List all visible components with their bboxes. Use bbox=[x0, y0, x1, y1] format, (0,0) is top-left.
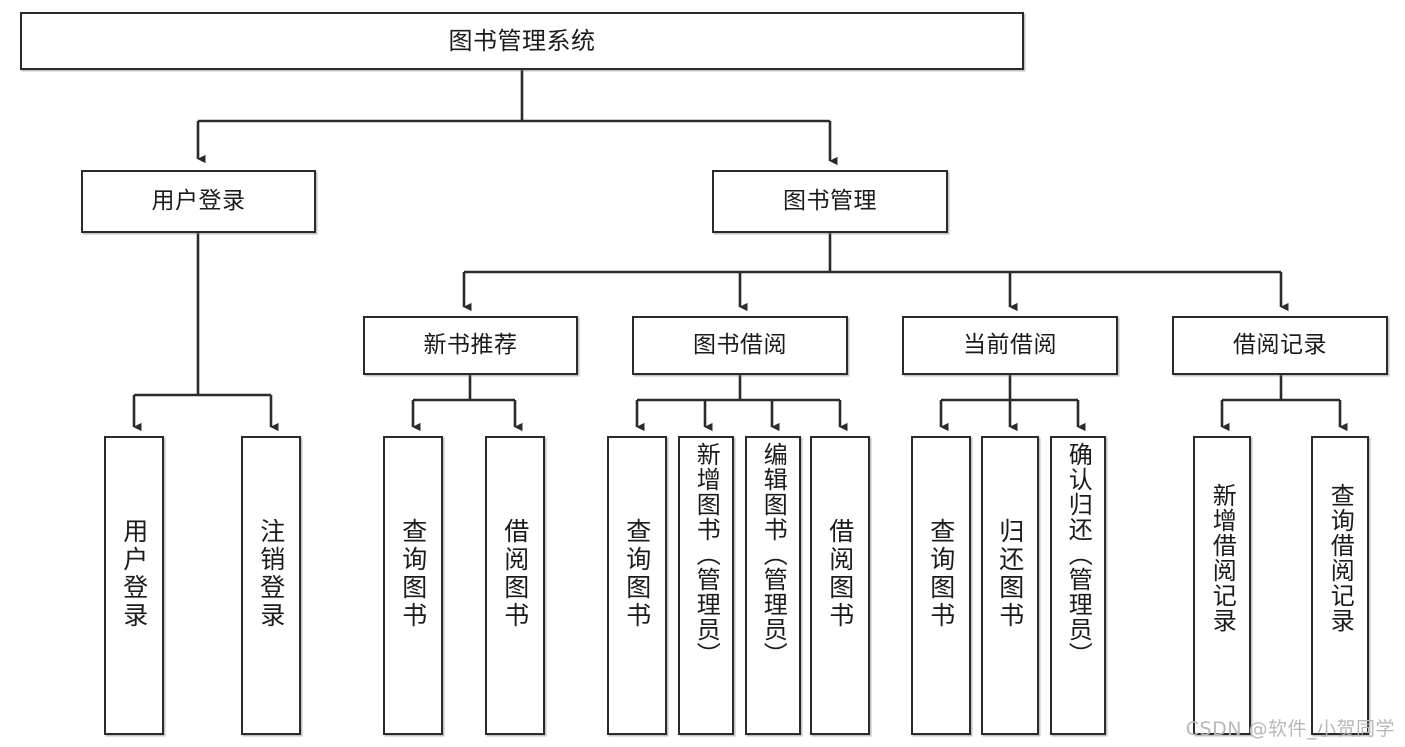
leaf-query-books-recommend[interactable]: 查询图书 bbox=[383, 436, 443, 735]
node-book-management[interactable]: 图书管理 bbox=[712, 170, 948, 233]
node-current-borrow[interactable]: 当前借阅 bbox=[902, 316, 1118, 375]
node-label: 确认归还（管理员） bbox=[1064, 442, 1093, 667]
node-label: 用户登录 bbox=[119, 518, 149, 630]
leaf-query-books-borrow[interactable]: 查询图书 bbox=[607, 436, 667, 735]
node-label: 新增图书（管理员） bbox=[692, 442, 721, 667]
leaf-query-borrow-record[interactable]: 查询借阅记录 bbox=[1311, 436, 1369, 735]
node-label: 归还图书 bbox=[995, 518, 1025, 630]
node-label: 图书管理 bbox=[783, 187, 877, 214]
node-label: 注销登录 bbox=[256, 518, 286, 630]
leaf-return-books[interactable]: 归还图书 bbox=[981, 436, 1039, 735]
node-label: 当前借阅 bbox=[963, 331, 1057, 358]
node-label: 用户登录 bbox=[151, 187, 246, 214]
node-label: 借阅记录 bbox=[1233, 331, 1327, 358]
node-new-book-recommend[interactable]: 新书推荐 bbox=[363, 316, 578, 375]
node-label: 图书借阅 bbox=[693, 331, 787, 358]
leaf-add-book-admin[interactable]: 新增图书（管理员） bbox=[678, 436, 734, 735]
node-label: 新增借阅记录 bbox=[1208, 483, 1237, 633]
leaf-user-login[interactable]: 用户登录 bbox=[104, 436, 164, 735]
node-borrow-records[interactable]: 借阅记录 bbox=[1172, 316, 1388, 375]
node-label: 查询图书 bbox=[622, 518, 652, 630]
leaf-query-books-current[interactable]: 查询图书 bbox=[911, 436, 971, 735]
node-label: 查询图书 bbox=[926, 518, 956, 630]
node-book-borrow[interactable]: 图书借阅 bbox=[632, 316, 848, 375]
node-label: 编辑图书（管理员） bbox=[759, 442, 788, 667]
leaf-borrow-books-recommend[interactable]: 借阅图书 bbox=[485, 436, 545, 735]
node-label: 查询借阅记录 bbox=[1326, 483, 1355, 633]
leaf-edit-book-admin[interactable]: 编辑图书（管理员） bbox=[745, 436, 801, 735]
leaf-logout-login[interactable]: 注销登录 bbox=[241, 436, 301, 735]
leaf-add-borrow-record[interactable]: 新增借阅记录 bbox=[1193, 436, 1251, 735]
node-label: 借阅图书 bbox=[825, 518, 855, 630]
node-label: 查询图书 bbox=[398, 518, 428, 630]
node-label: 新书推荐 bbox=[423, 331, 518, 358]
node-label: 借阅图书 bbox=[500, 518, 530, 630]
leaf-borrow-books[interactable]: 借阅图书 bbox=[810, 436, 870, 735]
leaf-confirm-return-admin[interactable]: 确认归还（管理员） bbox=[1050, 436, 1106, 735]
node-label: 图书管理系统 bbox=[448, 26, 596, 55]
node-user-login[interactable]: 用户登录 bbox=[81, 170, 316, 233]
node-root-system[interactable]: 图书管理系统 bbox=[20, 12, 1024, 70]
watermark-text: CSDN @软件_小贺同学 bbox=[1185, 718, 1395, 740]
